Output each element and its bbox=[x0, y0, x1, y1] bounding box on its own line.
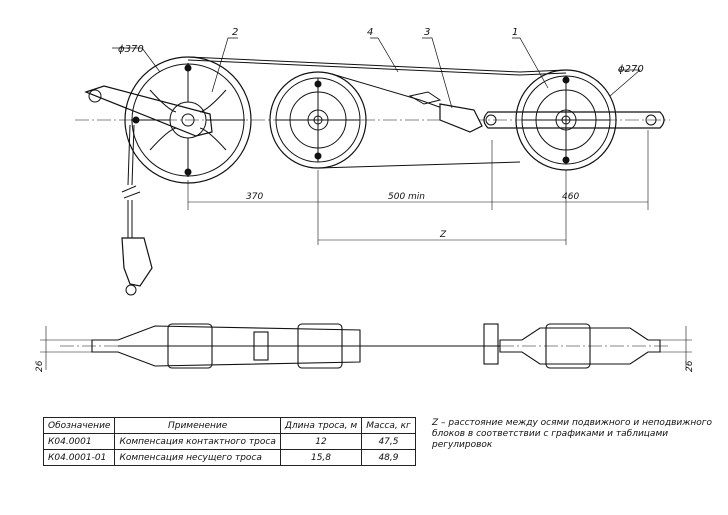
row-cable-length: 12 bbox=[279, 433, 363, 450]
row-mass: 47,5 bbox=[361, 433, 416, 450]
row-designation: К04.0001-01 bbox=[42, 449, 116, 466]
dimension-lines bbox=[187, 130, 649, 245]
row-application: Компенсация несущего троса bbox=[114, 449, 281, 466]
header-cable-length: Длина троса, м bbox=[279, 417, 363, 434]
top-dimension-marks bbox=[40, 326, 692, 370]
dim-370: 370 bbox=[246, 192, 263, 202]
z-note-line-1: Z – расстояние между осями подвижного и … bbox=[432, 418, 713, 428]
dim-26-left: 26 bbox=[35, 360, 45, 372]
dim-460: 460 bbox=[562, 192, 579, 202]
header-designation: Обозначение bbox=[42, 417, 116, 434]
lower-cable bbox=[317, 161, 521, 169]
tensioner-3 bbox=[331, 73, 483, 133]
callout-1: 1 bbox=[512, 27, 518, 38]
row-cable-length: 15,8 bbox=[279, 449, 363, 466]
spec-header-row: Обозначение Применение Длина троса, м Ма… bbox=[42, 417, 416, 434]
spec-table: Обозначение Применение Длина троса, м Ма… bbox=[42, 417, 416, 466]
row-mass: 48,9 bbox=[361, 449, 416, 466]
diameter-large-label: ϕ370 bbox=[118, 44, 144, 55]
hanging-rod bbox=[121, 124, 153, 296]
dim-z: Z bbox=[439, 230, 447, 240]
header-application: Применение bbox=[114, 417, 281, 434]
header-mass: Масса, кг bbox=[361, 417, 416, 434]
cable-4 bbox=[187, 56, 567, 76]
middle-pulley bbox=[269, 71, 367, 169]
top-view-assembly bbox=[91, 323, 661, 369]
right-pulley bbox=[515, 69, 617, 171]
dim-500-min: 500 min bbox=[388, 192, 425, 202]
callout-3: 3 bbox=[424, 27, 430, 38]
right-bar bbox=[483, 111, 665, 129]
dim-26-right: 26 bbox=[685, 360, 695, 372]
table-row: К04.0001-01 Компенсация несущего троса 1… bbox=[42, 449, 416, 466]
table-row: К04.0001 Компенсация контактного троса 1… bbox=[42, 433, 416, 450]
callout-leaders bbox=[112, 37, 641, 109]
callout-4: 4 bbox=[367, 27, 373, 38]
callout-2: 2 bbox=[232, 27, 238, 38]
z-note-line-2: блоков в соответствии с графиками и табл… bbox=[432, 429, 669, 450]
row-designation: К04.0001 bbox=[42, 433, 116, 450]
z-note: Z – расстояние между осями подвижного и … bbox=[432, 418, 722, 451]
row-application: Компенсация контактного троса bbox=[114, 433, 281, 450]
diameter-small-label: ϕ270 bbox=[618, 64, 644, 75]
left-bracket bbox=[84, 85, 213, 137]
